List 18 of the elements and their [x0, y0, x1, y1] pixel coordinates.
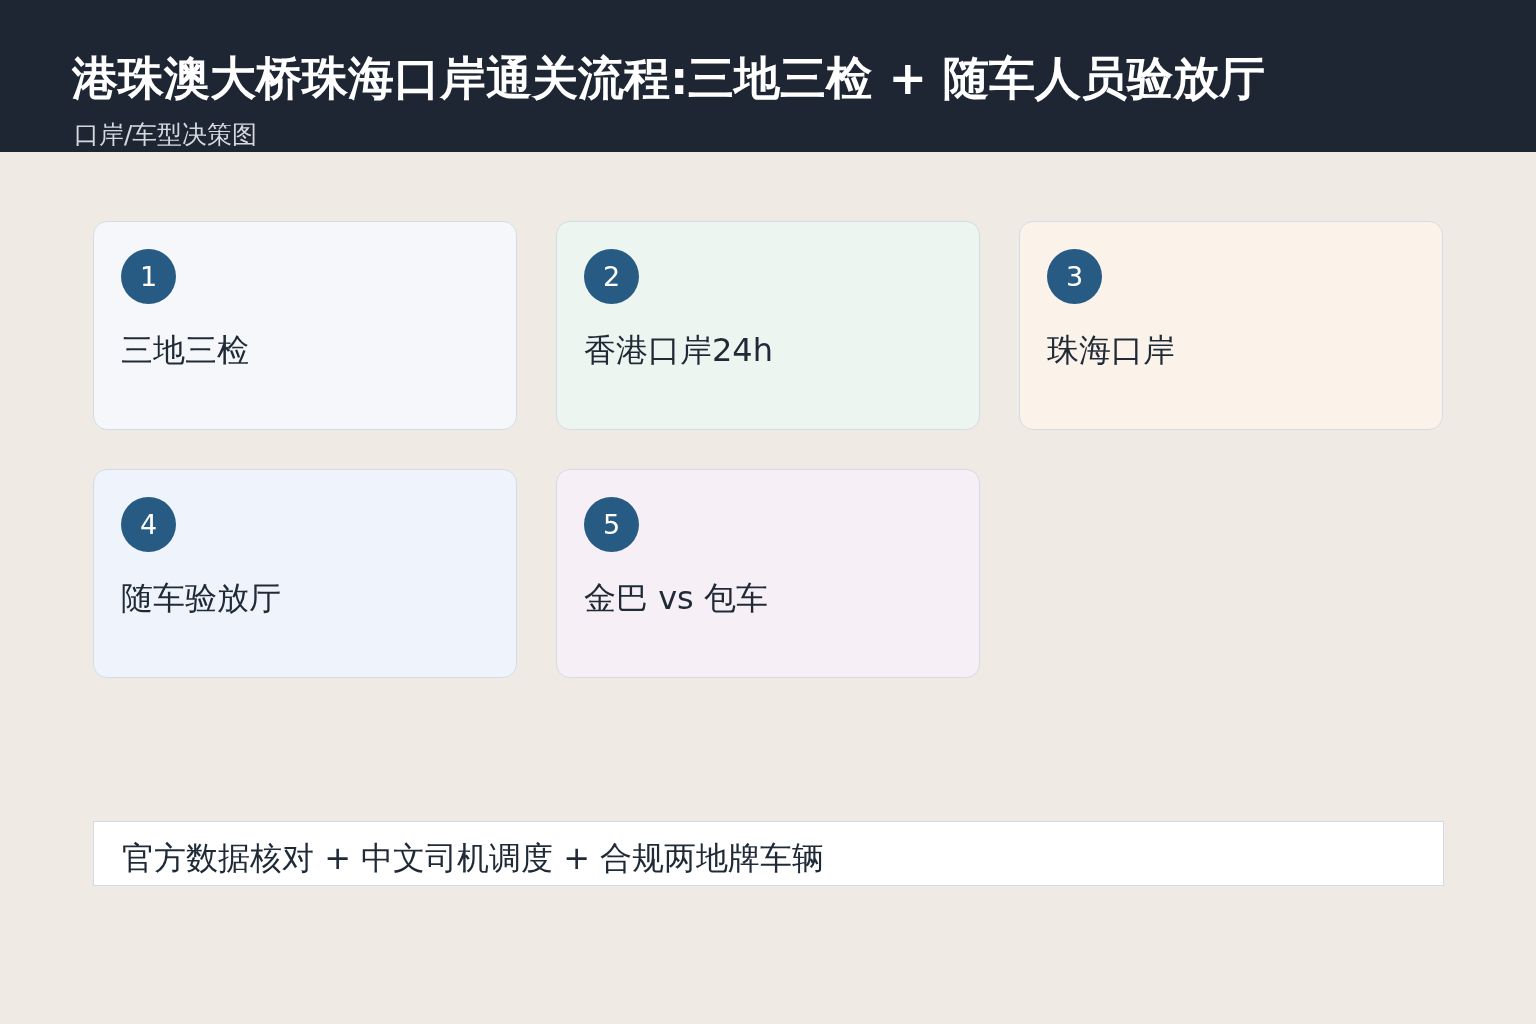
step-number: 2 [584, 249, 639, 304]
step-title: 珠海口岸 [1047, 330, 1175, 370]
page-title: 港珠澳大桥珠海口岸通关流程:三地三检 + 随车人员验放厅 [72, 50, 1265, 106]
step-card [93, 469, 517, 678]
step-card [556, 221, 980, 430]
step-number: 3 [1047, 249, 1102, 304]
summary-bar: 官方数据核对 + 中文司机调度 + 合规两地牌车辆 [93, 821, 1444, 886]
step-title: 随车验放厅 [121, 578, 281, 618]
step-title: 香港口岸24h [584, 330, 773, 370]
step-number: 5 [584, 497, 639, 552]
step-number: 4 [121, 497, 176, 552]
step-title: 金巴 vs 包车 [584, 578, 768, 618]
step-title: 三地三检 [121, 330, 249, 370]
step-card [93, 221, 517, 430]
step-card [1019, 221, 1443, 430]
step-card [556, 469, 980, 678]
step-number: 1 [121, 249, 176, 304]
subtitle: 口岸/车型决策图 [74, 120, 258, 150]
